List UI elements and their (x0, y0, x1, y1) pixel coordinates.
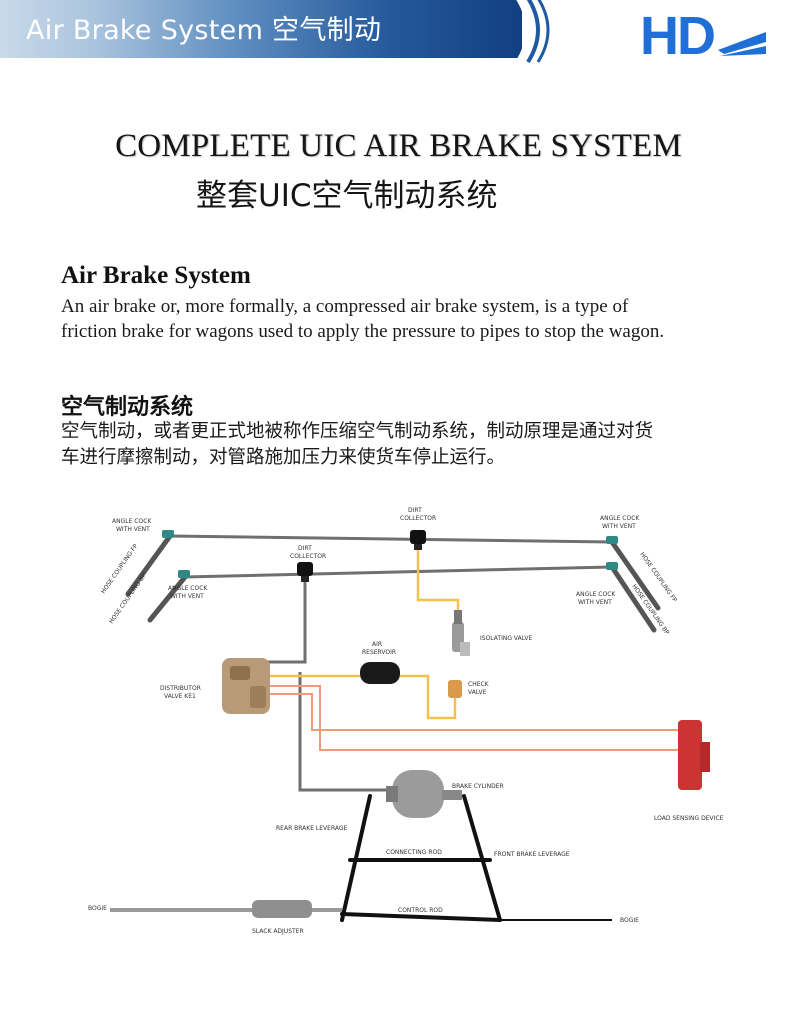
label-rear-brake-leverage: REAR BRAKE LEVERAGE (276, 825, 348, 832)
label-isolating-valve: ISOLATING VALVE (480, 635, 533, 642)
header-band (0, 0, 522, 58)
check-valve-icon (448, 680, 462, 698)
label-angle-cock-top-left: ANGLE COCK (112, 518, 152, 525)
brake-linkage (340, 794, 502, 922)
label-dirt-collector-top-2: COLLECTOR (400, 515, 436, 522)
main-pipes (169, 534, 613, 792)
label-brake-cylinder: BRAKE CYLINDER (452, 783, 504, 790)
label-bogie-left: BOGIE (88, 905, 107, 912)
slack-adjuster-icon (110, 900, 612, 921)
paragraph-chinese: 空气制动，或者更正式地被称作压缩空气制动系统，制动原理是通过对货 车进行摩擦制动… (61, 419, 741, 471)
distributor-valve-icon (222, 658, 270, 714)
paragraph-english: An air brake or, more formally, a compre… (61, 294, 751, 344)
brake-cylinder-icon (386, 770, 462, 818)
label-dirt-collector-mid: DIRT (298, 545, 312, 552)
label-angle-cock-mid-left: ANGLE COCK (168, 585, 208, 592)
paragraph-line: An air brake or, more formally, a compre… (61, 296, 629, 317)
logo-text: HD (640, 6, 714, 62)
hd-logo: HD (640, 6, 766, 62)
label-air-reservoir: AIR (372, 641, 382, 648)
dirt-collector-mid-icon (297, 562, 313, 582)
label-air-reservoir-2: RESERVOIR (362, 649, 396, 656)
isolating-valve-icon (452, 610, 470, 656)
label-angle-cock-top-left-2: WITH VENT (116, 526, 150, 533)
label-angle-cock-top-right-2: WITH VENT (602, 523, 636, 530)
paragraph-line: 空气制动，或者更正式地被称作压缩空气制动系统，制动原理是通过对货 (61, 421, 654, 442)
page-subtitle: 整套UIC空气制动系统 (196, 178, 498, 214)
label-slack-adjuster: SLACK ADJUSTER (252, 928, 304, 935)
page-title: COMPLETE UIC AIR BRAKE SYSTEM (115, 128, 682, 164)
load-sensing-device-icon (678, 720, 710, 790)
label-control-rod: CONTROL ROD (398, 907, 443, 914)
label-dirt-collector-top: DIRT (408, 507, 422, 514)
section-heading-chinese: 空气制动系统 (61, 395, 194, 420)
label-angle-cock-mid-right-2: WITH VENT (578, 599, 612, 606)
dirt-collector-top-icon (410, 530, 426, 550)
paragraph-line: friction brake for wagons used to apply … (61, 321, 665, 342)
label-distributor-valve: DISTRIBUTOR (160, 685, 201, 692)
label-distributor-valve-2: VALVE KE1 (164, 693, 196, 700)
header-arc-decoration-icon (515, 0, 550, 64)
label-angle-cock-top-right: ANGLE COCK (600, 515, 640, 522)
angle-cock-handles (162, 530, 618, 578)
label-check-valve-2: VALVE (468, 689, 487, 696)
label-angle-cock-mid-left-2: WITH VENT (170, 593, 204, 600)
header-bar: Air Brake System 空气制动 HD (0, 0, 797, 64)
label-front-brake-leverage: FRONT BRAKE LEVERAGE (494, 851, 570, 858)
air-reservoir-icon (360, 662, 400, 684)
header-title: Air Brake System 空气制动 (26, 15, 382, 46)
label-dirt-collector-mid-2: COLLECTOR (290, 553, 326, 560)
air-brake-diagram: ANGLE COCK WITH VENT ANGLE COCK WITH VEN… (88, 507, 724, 935)
section-heading-english: Air Brake System (61, 262, 251, 289)
label-check-valve: CHECK (468, 681, 490, 688)
paragraph-line: 车进行摩擦制动，对管路施加压力来使货车停止运行。 (61, 447, 506, 468)
label-load-sensing-device: LOAD SENSING DEVICE (654, 815, 724, 822)
label-bogie-right: BOGIE (620, 917, 639, 924)
load-sensing-pipes (270, 685, 680, 751)
label-angle-cock-mid-right: ANGLE COCK (576, 591, 616, 598)
label-connecting-rod: CONNECTING ROD (386, 849, 442, 856)
hose-couplings (125, 533, 661, 633)
